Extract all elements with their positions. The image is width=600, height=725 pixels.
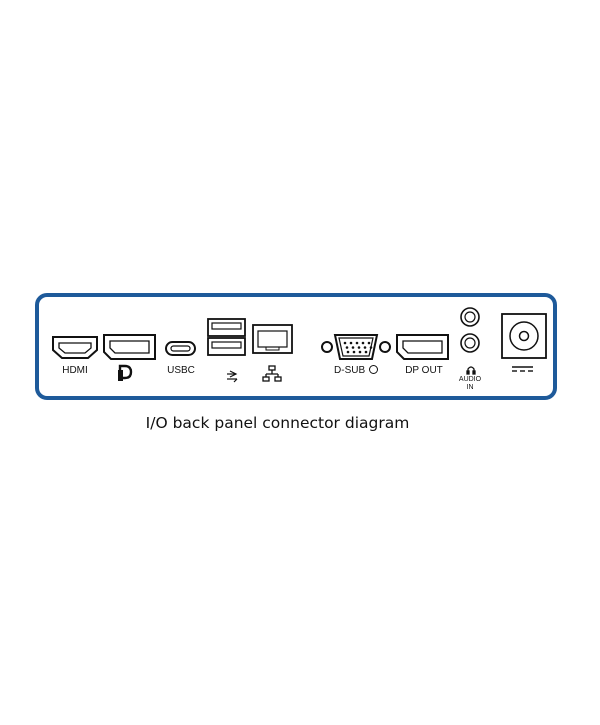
audio-in-label: AUDIO IN: [455, 376, 485, 392]
network-icon: [262, 365, 282, 382]
displayport-port-icon: [103, 334, 156, 360]
audio-jacks-icon: [460, 307, 480, 353]
audio-label-line1: AUDIO: [458, 376, 482, 383]
usb-c-port-icon: [165, 341, 196, 356]
dc-power-jack-icon: [501, 313, 547, 359]
audio-label-line2: IN: [466, 384, 474, 391]
dsub-label: D-SUB: [330, 365, 382, 376]
diagram-caption: I/O back panel connector diagram: [145, 414, 410, 432]
ethernet-port-icon: [252, 324, 293, 354]
displayport-out-port-icon: [396, 334, 449, 360]
usb-a-ports-icon: [207, 318, 246, 356]
hdmi-label: HDMI: [62, 365, 88, 376]
vga-port-icon: [321, 334, 391, 360]
displayport-logo-icon: [118, 364, 133, 381]
dpout-label: DP OUT: [405, 365, 443, 376]
usbc-label: USBC: [167, 365, 195, 376]
headphone-icon: [466, 366, 476, 375]
connector-panel-frame: [35, 293, 557, 400]
dsub-label-text: D-SUB: [334, 365, 366, 376]
hdmi-port-icon: [52, 336, 98, 359]
dc-symbol-icon: [512, 366, 533, 372]
superspeed-usb-logo-icon: [227, 370, 238, 383]
monitor-out-icon: [368, 365, 378, 374]
